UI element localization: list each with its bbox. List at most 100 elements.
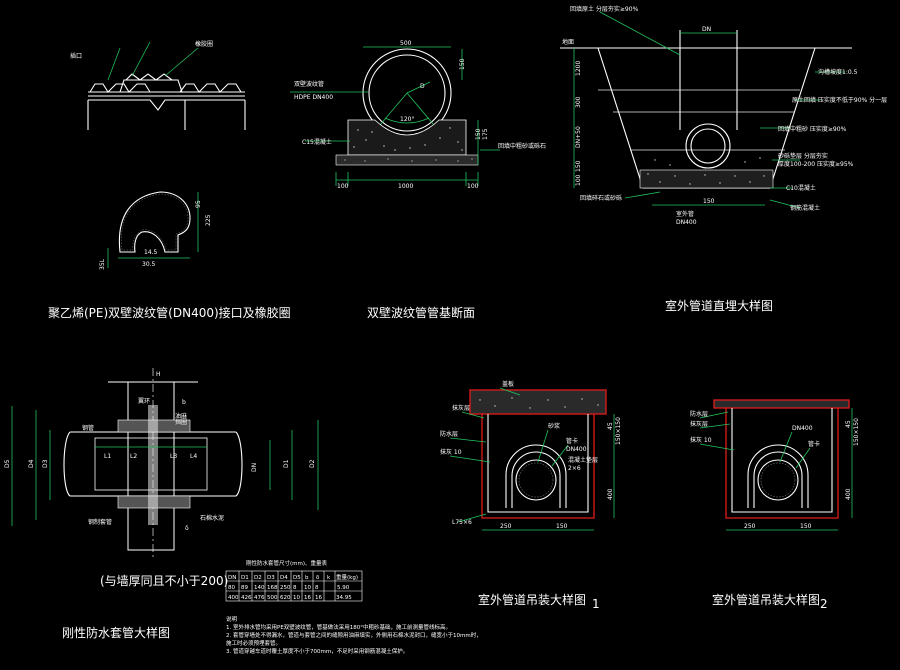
th-b: b [305,575,309,581]
section-dim-150: 150 [459,58,466,70]
joint-leader-socket [107,47,121,81]
title-section: 双壁波纹管管基断面 [367,305,475,320]
sleeve-dim-l2: L2 [130,453,137,460]
td-1-3: 500 [267,595,278,601]
section-base [335,154,479,166]
th-d2: D2 [254,575,262,581]
burial-label-10: 室外管 [676,210,694,218]
burial-label-8: 回填碎石或砂砾 [580,194,622,202]
hang1-box-inner [487,414,589,513]
joint-leader-1 [131,41,151,77]
th-k: k [327,575,331,581]
sleeve-label-hemp: 油麻 [175,412,187,420]
burial-label-6: 厚度100-200 压实度≥95% [778,160,854,168]
section-angle-l [379,92,408,126]
joint-detail: 插口 橡胶圈 95 225 14.5 30.5 35L 聚乙烯(PE)双壁波纹管… [48,40,291,320]
td-1-4: 620 [280,595,291,601]
sleeve-dim-l3: L3 [170,453,177,460]
burial-dots [647,157,765,185]
joint-label-socket: 插口 [70,52,82,60]
burial-label-4: 回填中粗砂 压实度≥90% [778,125,847,133]
title-hang1: 室外管道吊装大样图 [478,592,586,607]
section-dim-100a: 100 [337,183,349,190]
burial-label-5: 砂砾垫层 分层夯实 [778,152,828,160]
sleeve-wall-note: (与墙厚同且不小于200) [100,574,228,588]
burial-label-0: 回填原土 分层夯实≥90% [570,5,639,13]
th-d3: D3 [267,575,275,581]
td-0-3: 168 [267,585,278,591]
td-0-6: 10 [304,585,311,591]
sleeve-dim-delta: δ [185,525,189,532]
section-dim-500: 500 [400,40,412,47]
section-label-fill: 回填中粗砂或砾石 [498,142,546,150]
td-1-6: 16 [304,595,311,601]
burial-leader-top [599,11,681,56]
burial-label-2: 沟槽坡度1:0.5 [818,68,858,76]
hang2-label-waterproof: 防水层 [690,410,708,418]
th-dn: DN [228,575,236,581]
burial-pipe-inner [690,128,726,164]
hang2-box-inner [731,408,833,513]
sleeve-table: DN D1 D2 D3 D4 D5 b δ k 重量(kg) 80 89 140… [225,570,363,602]
section-dim-d: D [420,83,425,90]
note-3: 施工时必须预埋套管。 [226,639,281,647]
hang2-pipe [757,459,799,501]
note-0: 说明 [226,615,238,623]
sleeve-dim-h: H [156,371,161,378]
burial-label-11: DN400 [676,219,697,226]
hang2-label-dn: DN400 [792,425,813,432]
hang1-label-mortar: 砂浆 [548,422,560,430]
joint-gasket [125,73,173,81]
hang2-label-plaster10: 抹灰 10 [690,436,712,444]
hang1-pipe [515,459,557,501]
hang2-label-clamp: 管卡 [808,440,820,448]
gasket-dim-35: 35L [99,258,106,270]
sleeve-dim-d2-text: D2 [309,459,316,468]
hang1-label-waterproof: 防水层 [440,430,458,438]
sleeve-dim-d3-text: D3 [42,459,49,468]
burial-label-7: C10混凝土 [786,184,816,192]
sleeve-label-asbestos: 石棉水泥 [200,514,224,522]
section-label-c15: C15混凝土 [302,138,332,146]
hang1-label-cover: 盖板 [502,380,514,388]
td-0-7: 8 [315,585,319,591]
hang2-dim-150x150: 150×150 [853,418,860,446]
burial-dim-300: 300 [575,96,582,108]
gasket-dim-145: 14.5 [144,249,158,256]
section-label-pipe: 双壁波纹管 [294,80,324,88]
hang1-label-angle: L75×6 [452,519,472,526]
sleeve-dim-d4-text: D4 [28,459,35,468]
td-0-9: 5.90 [337,585,350,591]
hang1-label-bolt: 2×6 [568,465,581,472]
burial-leader-7 [769,199,801,209]
td-0-4: 250 [280,585,291,591]
sleeve-table-title: 刚性防水套管尺寸(mm)、重量表 [246,559,328,567]
hang1-dim-400: 400 [607,488,614,500]
hang1-label-dn: DN400 [566,446,587,453]
th-weight: 重量(kg) [336,573,358,581]
burial-dim-dn-text: DN [702,26,711,33]
joint-label-gasket: 橡胶圈 [195,40,213,48]
sleeve-label-pipe: 钢管 [82,424,94,432]
sleeve-dim-d5-text: D5 [4,459,11,468]
note-4: 3. 管道穿越车道时覆土厚度不小于700mm，不足时采用钢筋混凝土保护。 [226,647,408,655]
hang2-dim-150: 150 [800,523,812,530]
section-label-hdpe: HDPE DN400 [294,94,333,101]
th-d4: D4 [280,575,288,581]
td-0-5: 8 [293,585,297,591]
joint-leader-gasket [164,47,199,77]
burial-detail: DN 1200 300 DN+50 150 100 150 回填原土 分层夯实≥… [560,5,887,313]
gasket-profile [118,191,191,253]
gasket-dim-305: 30.5 [142,261,156,268]
hang1-cover [469,389,607,415]
hang1-dim-250: 250 [500,523,512,530]
burial-dim-1200: 1200 [575,61,582,76]
sleeve-dim-b: b [182,399,186,406]
hang2-saddle-outer [747,444,809,508]
sleeve-wall [127,381,175,551]
burial-dim-150a: 150 [575,160,582,172]
td-0-1: 89 [241,585,248,591]
hang1-dim-150: 150 [556,523,568,530]
section-dim-100b: 100 [467,183,479,190]
